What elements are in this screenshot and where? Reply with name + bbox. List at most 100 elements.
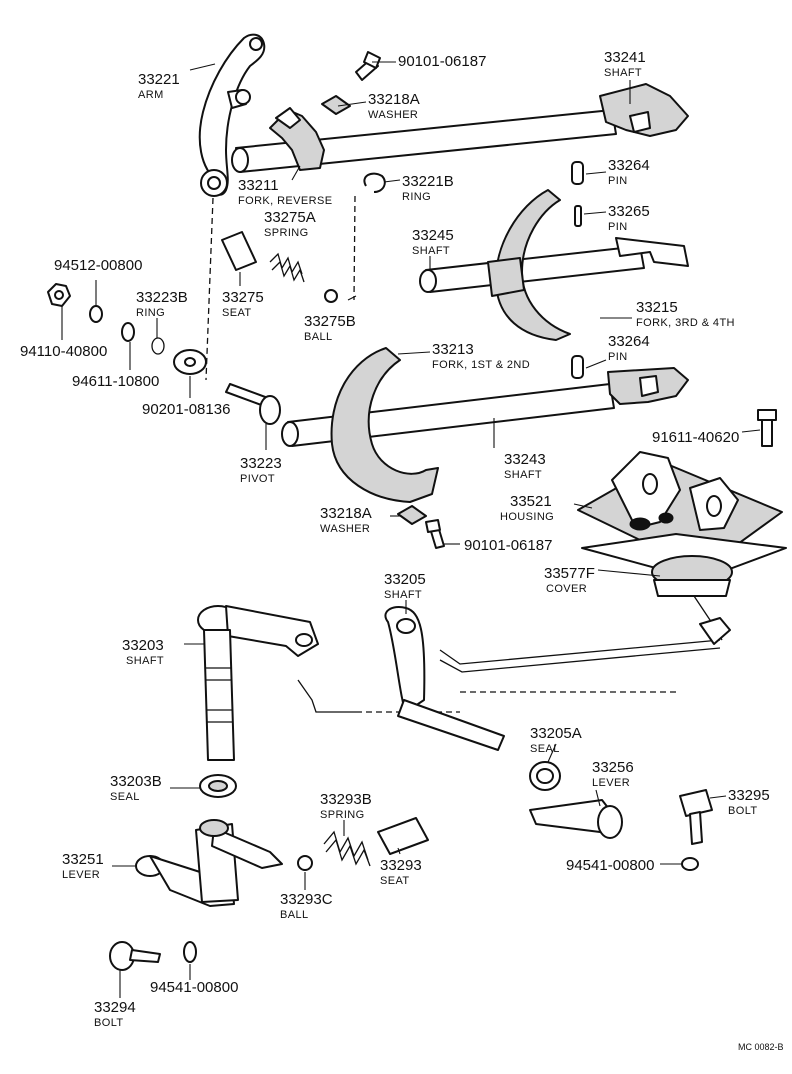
callout-ball-33275b: 33275B BALL bbox=[304, 313, 356, 343]
callout-number: 90201-08136 bbox=[142, 401, 230, 418]
callout-number: 33203 bbox=[122, 637, 164, 654]
callout-seat-33275: 33275 SEAT bbox=[222, 289, 264, 319]
ball-33293c-part bbox=[297, 855, 313, 871]
callout-spring-a: 33275A SPRING bbox=[264, 209, 316, 239]
callout-shaft-33203: 33203 SHAFT bbox=[122, 637, 164, 667]
callout-number: 91611-40620 bbox=[652, 429, 739, 446]
callout-number: 33264 bbox=[608, 157, 650, 174]
callout-housing: 33521 HOUSING bbox=[500, 493, 554, 523]
callout-bolt-91611: 91611-40620 bbox=[652, 429, 739, 446]
fork-1st-2nd-part bbox=[281, 347, 689, 503]
washer-top-part bbox=[321, 95, 351, 115]
callout-name: SHAFT bbox=[126, 655, 164, 667]
callout-name: PIN bbox=[608, 175, 628, 187]
callout-number: 33293 bbox=[380, 857, 422, 874]
callout-name: SEAT bbox=[380, 875, 410, 887]
seat-33275-part bbox=[221, 231, 257, 271]
callout-name: SPRING bbox=[264, 227, 309, 239]
cover-part bbox=[581, 533, 787, 597]
assembly-lines bbox=[205, 195, 356, 381]
callout-name: WASHER bbox=[368, 109, 418, 121]
callout-shaft-33243: 33243 SHAFT bbox=[504, 451, 546, 481]
callout-shaft-33205: 33205 SHAFT bbox=[384, 571, 426, 601]
callout-cover: 33577F COVER bbox=[544, 565, 595, 595]
callout-fork-reverse: 33211 FORK, REVERSE bbox=[238, 177, 332, 207]
bolt-33295-part bbox=[679, 789, 713, 845]
washer-94512-part bbox=[89, 305, 103, 323]
callout-washer-top: 33218A WASHER bbox=[368, 91, 420, 121]
washer-mid-part bbox=[397, 505, 427, 525]
callout-number: 33256 bbox=[592, 759, 634, 776]
callout-number: 33294 bbox=[94, 999, 136, 1016]
linkage-cables bbox=[297, 595, 731, 713]
seal-33203b-part bbox=[199, 774, 237, 798]
callout-name: SEAL bbox=[530, 743, 560, 755]
callout-number: 33577F bbox=[544, 565, 595, 582]
pivot-part bbox=[225, 383, 281, 425]
callout-number: 94110-40800 bbox=[20, 343, 107, 360]
callout-number: 33211 bbox=[238, 177, 279, 194]
callout-number: 33205 bbox=[384, 571, 426, 588]
callout-name: WASHER bbox=[320, 523, 370, 535]
lever-33251-part bbox=[135, 819, 283, 907]
callout-number: 33264 bbox=[608, 333, 650, 350]
callout-seal-33203b: 33203B SEAL bbox=[110, 773, 162, 803]
callout-seat-33293: 33293 SEAT bbox=[380, 857, 422, 887]
callout-washer-94611: 94611-10800 bbox=[72, 373, 159, 390]
seal-33205a-part bbox=[529, 761, 561, 791]
callout-name: SHAFT bbox=[412, 245, 450, 257]
callout-number: 33203B bbox=[110, 773, 162, 790]
callout-washer-94541-left: 94541-00800 bbox=[150, 979, 238, 996]
lever-33256-part bbox=[529, 799, 623, 839]
callout-number: 33245 bbox=[412, 227, 454, 244]
callout-number: 33521 bbox=[510, 493, 552, 510]
fork-3rd-4th-part bbox=[419, 189, 689, 341]
callout-name: BALL bbox=[280, 909, 309, 921]
callout-bolt-top: 90101-06187 bbox=[398, 53, 486, 70]
callout-name: BOLT bbox=[94, 1017, 124, 1029]
callout-shaft-top: 33241 SHAFT bbox=[604, 49, 646, 79]
bolt-33294-part bbox=[109, 941, 161, 971]
callout-washer-mid: 33218A WASHER bbox=[320, 505, 372, 535]
callout-number: 33213 bbox=[432, 341, 474, 358]
callout-name: FORK, 1ST & 2ND bbox=[432, 359, 530, 371]
callout-fork-1st-2nd: 33213 FORK, 1ST & 2ND bbox=[432, 341, 530, 371]
spring-a-part bbox=[269, 252, 305, 283]
callout-name: BOLT bbox=[728, 805, 758, 817]
diagram-code: MC 0082-B bbox=[738, 1042, 784, 1052]
bolt-top-part bbox=[355, 51, 381, 81]
pin-a-part bbox=[571, 161, 584, 185]
callout-number: 33221B bbox=[402, 173, 454, 190]
callout-number: 94512-00800 bbox=[54, 257, 142, 274]
callout-name: RING bbox=[136, 307, 165, 319]
callout-number: 33275 bbox=[222, 289, 264, 306]
reverse-shaft-part bbox=[231, 83, 689, 173]
callout-name: PIVOT bbox=[240, 473, 275, 485]
callout-pivot: 33223 PIVOT bbox=[240, 455, 282, 485]
pin-b-part bbox=[574, 205, 582, 227]
arm-part bbox=[198, 33, 266, 197]
callout-number: 90101-06187 bbox=[398, 53, 486, 70]
bolt-mid-part bbox=[425, 519, 445, 549]
callout-pin-a: 33264 PIN bbox=[608, 157, 650, 187]
callout-number: 33275A bbox=[264, 209, 316, 226]
callout-number: 33243 bbox=[504, 451, 546, 468]
shaft-33203-part bbox=[197, 605, 319, 761]
callout-name: FORK, REVERSE bbox=[238, 195, 332, 207]
callout-number: 33215 bbox=[636, 299, 678, 316]
callout-number: 33223 bbox=[240, 455, 282, 472]
callout-name: PIN bbox=[608, 221, 628, 233]
nut-94110-part bbox=[47, 283, 71, 307]
callout-washer-94512: 94512-00800 bbox=[54, 257, 142, 274]
callout-name: SPRING bbox=[320, 809, 365, 821]
leader-lines bbox=[61, 61, 761, 998]
callout-name: COVER bbox=[546, 583, 587, 595]
callout-number: 94611-10800 bbox=[72, 373, 159, 390]
callout-ring-33223b: 33223B RING bbox=[136, 289, 188, 319]
callout-number: 33251 bbox=[62, 851, 104, 868]
callout-ring-b: 33221B RING bbox=[402, 173, 454, 203]
callout-name: BALL bbox=[304, 331, 333, 343]
callout-bolt-33294: 33294 BOLT bbox=[94, 999, 136, 1029]
callout-pin-c: 33264 PIN bbox=[608, 333, 650, 363]
